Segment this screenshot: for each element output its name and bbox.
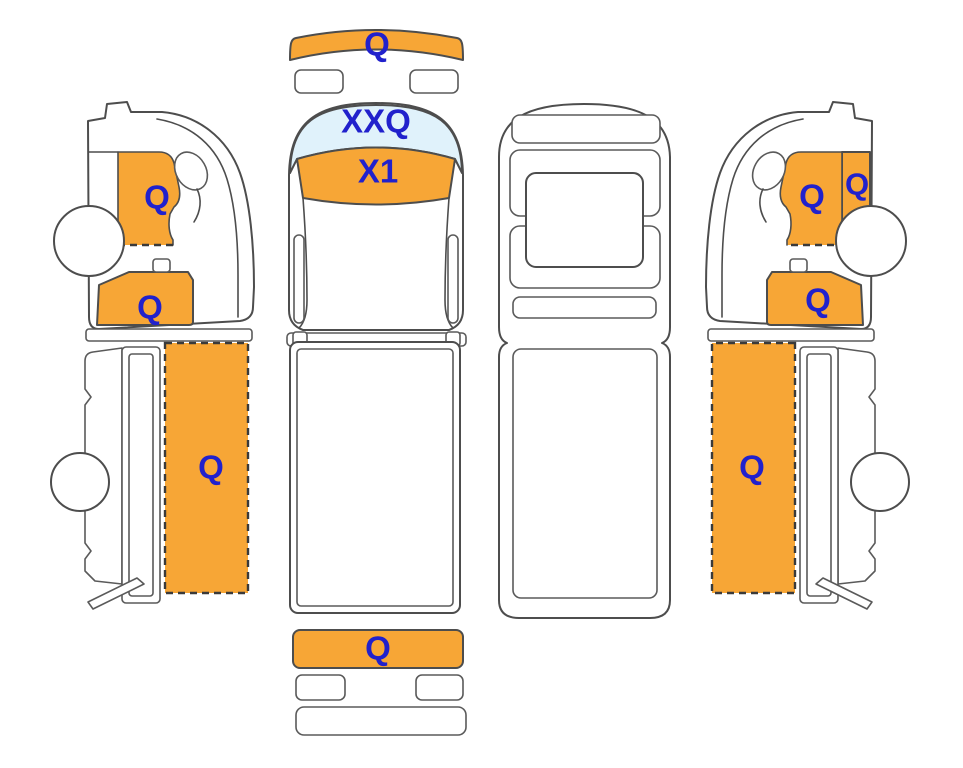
windshield-band — [512, 115, 660, 143]
headlight-left — [295, 70, 343, 93]
cab-step-bar — [86, 329, 252, 341]
door-panel-edge — [780, 152, 842, 245]
rear-bumper-highlight — [293, 630, 463, 668]
box-side-panel-highlight — [712, 343, 795, 593]
box-roof-inner — [513, 349, 657, 598]
code-front-panel: X1 — [357, 152, 399, 190]
door-panel-highlight — [780, 152, 842, 245]
front-wheel — [54, 206, 124, 276]
code-right-lower-panel: Q — [805, 281, 831, 319]
front-bumper-highlight — [290, 30, 463, 60]
left-side-view — [45, 95, 260, 615]
rail-slot-right — [448, 235, 458, 323]
roof-view — [492, 95, 677, 625]
code-front-bumper: Q — [364, 25, 390, 63]
door-window-rear-edge — [760, 189, 766, 222]
code-right-fender: Q — [844, 166, 870, 202]
box-inner — [297, 349, 453, 606]
door-window — [746, 146, 792, 196]
code-windshield: XXQ — [341, 102, 411, 140]
door-panel-edge — [118, 152, 180, 245]
cab-step-bar — [708, 329, 874, 341]
code-left-box-side: Q — [198, 448, 224, 486]
mud-flap — [816, 578, 872, 609]
code-rear-bumper: Q — [365, 629, 391, 667]
door-handle — [790, 259, 807, 272]
code-left-lower-panel: Q — [137, 288, 163, 326]
windshield-edge-line — [722, 119, 803, 317]
mud-flap — [88, 578, 144, 609]
door-window — [168, 146, 214, 196]
box-wall-inner — [807, 354, 831, 596]
cab-rear-band — [513, 297, 656, 318]
rail-slot-left — [294, 235, 304, 323]
windshield-edge-line — [157, 119, 238, 317]
rear-step — [296, 707, 466, 735]
tail-light-left — [296, 675, 345, 700]
rear-wheel — [851, 453, 909, 511]
door-window-rear-edge — [194, 189, 200, 222]
box-side-panel-highlight — [165, 343, 248, 593]
code-left-door: Q — [144, 178, 170, 216]
code-right-door: Q — [799, 177, 825, 215]
box-wall-inner — [129, 354, 153, 596]
roof-hatch — [526, 173, 643, 267]
code-right-box-side: Q — [739, 448, 765, 486]
headlight-right — [410, 70, 458, 93]
tail-light-right — [416, 675, 463, 700]
rear-wheel — [51, 453, 109, 511]
top-view — [283, 25, 470, 740]
right-side-view — [700, 95, 915, 615]
front-wheel — [836, 206, 906, 276]
door-handle — [153, 259, 170, 272]
door-panel-highlight — [118, 152, 180, 245]
